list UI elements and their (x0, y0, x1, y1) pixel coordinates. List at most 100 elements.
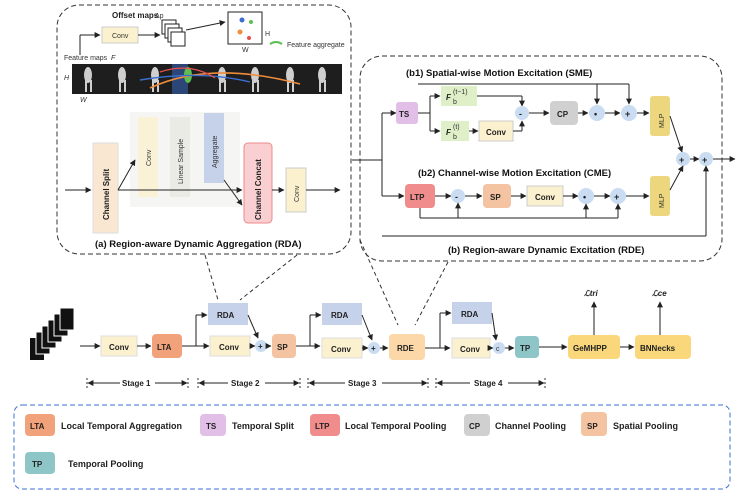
feature-aggregate-swatch (269, 41, 283, 45)
rde-box (389, 334, 425, 360)
sme-title: (b1) Spatial-wise Motion Excitation (SME… (406, 68, 592, 79)
mlp2-box (650, 176, 670, 216)
offset-grid: H W (227, 11, 270, 54)
cme-title: (b2) Channel-wise Motion Excitation (CME… (418, 168, 611, 179)
lta-box (152, 334, 182, 358)
ltp-label: LTP (410, 193, 425, 202)
stage2-label: Stage 2 (231, 379, 260, 388)
svg-text:Temporal Pooling: Temporal Pooling (68, 459, 143, 469)
cme-minus-circle (451, 189, 465, 203)
input-sequence-icon (30, 307, 75, 360)
f-prev-sup: (t−1) (453, 89, 468, 96)
stage-brackets (86, 378, 546, 388)
svg-text:CP: CP (469, 422, 481, 431)
legend-item-ltp: LTP Local Temporal Pooling (310, 414, 446, 436)
gemhpp-label: GeMHPP (573, 344, 607, 353)
sme-dot-label: • (594, 109, 597, 119)
svg-text:LTA: LTA (30, 422, 45, 431)
legend-item-lta: LTA Local Temporal Aggregation (25, 414, 182, 436)
delta-p-label: Δp (155, 13, 164, 20)
lta-label: LTA (157, 343, 172, 352)
bnnecks-box (635, 335, 691, 359)
conv-sme-label: Conv (486, 128, 507, 137)
f-cur-sub: b (453, 134, 457, 141)
f-cur-sup: (t) (453, 124, 460, 131)
svg-text:Local Temporal Aggregation: Local Temporal Aggregation (61, 421, 182, 431)
conv-b-label: Conv (294, 185, 301, 202)
legend-item-tp: TP Temporal Pooling (25, 452, 143, 474)
feature-maps-symbol: F (111, 55, 116, 62)
stage4-label: Stage 4 (474, 379, 503, 388)
stage4-concat-label: c (496, 346, 500, 353)
sme-minus-label: - (519, 109, 522, 119)
offset-h-label: H (265, 31, 270, 38)
rde-label: RDE (397, 344, 415, 353)
svg-text:TS: TS (206, 422, 217, 431)
stage1-label: Stage 1 (122, 379, 151, 388)
sme-minus-circle (515, 106, 529, 120)
stage4-concat (493, 342, 505, 354)
cme-plus-label: + (614, 192, 619, 202)
channel-split-box (92, 142, 119, 234)
mlp1-box (650, 96, 670, 136)
f-prev-sub: b (453, 99, 457, 106)
tp-pipeline-box (515, 336, 539, 358)
rda2-label: RDA (217, 311, 235, 320)
conv-a-box (138, 117, 158, 197)
cme-minus-label: - (455, 192, 458, 202)
offset-map-stack (161, 19, 186, 47)
loss-tri-label: ℒtri (584, 289, 599, 298)
svg-text:Spatial Pooling: Spatial Pooling (613, 421, 678, 431)
aggregate-box (204, 113, 224, 183)
sp-pipeline-box (272, 334, 296, 358)
aggregate-label: Aggregate (212, 136, 219, 168)
feature-map-strip (72, 64, 342, 94)
channel-concat-box (243, 142, 273, 224)
conv1-label: Conv (109, 343, 130, 352)
rda4-label: RDA (461, 310, 479, 319)
f-cur-label: F (446, 128, 452, 137)
conv3-label: Conv (331, 345, 352, 354)
sp-box (483, 184, 511, 208)
rda3-label: RDA (331, 311, 349, 320)
f-prev-box (441, 86, 477, 106)
conv4-label: Conv (460, 345, 481, 354)
channel-concat-label: Channel Concat (254, 159, 263, 220)
sp-label: SP (490, 193, 501, 202)
ts-label: TS (399, 110, 410, 119)
ltp-box (405, 184, 435, 208)
stage3-plus-label: + (371, 344, 376, 353)
linear-sample-label: Linear Sample (178, 139, 185, 184)
stage3-plus (368, 342, 380, 354)
mlp2-label: MLP (659, 193, 666, 208)
stage2-plus (255, 340, 267, 352)
rde-plus-a (676, 152, 690, 166)
stage3-label: Stage 3 (348, 379, 377, 388)
rde-caption: (b) Region-aware Dynamic Excitation (RDE… (448, 245, 644, 256)
sp-pipeline-label: SP (277, 343, 288, 352)
legend-item-ts: TS Temporal Split (200, 414, 294, 436)
rda-panel-border (56, 4, 352, 255)
conv2-label: Conv (219, 343, 240, 352)
cme-dot-label: • (583, 192, 586, 202)
rde-plus-b-label: + (702, 155, 707, 165)
rde-panel-border (359, 55, 723, 262)
rda-caption: (a) Region-aware Dynamic Aggregation (RD… (95, 239, 302, 250)
rda2-box (208, 303, 248, 325)
conv-small-label: Conv (112, 33, 129, 40)
sme-plus-circle (621, 105, 637, 121)
strip-h-label: H (64, 75, 70, 82)
stage2-plus-label: + (258, 342, 263, 351)
sme-dot-circle (589, 105, 605, 121)
sme-plus-label: + (625, 109, 630, 119)
cme-dot-circle (578, 188, 594, 204)
feature-maps-label: Feature maps (64, 55, 108, 62)
channel-split-label: Channel Split (102, 169, 111, 220)
legend-item-sp: SP Spatial Pooling (581, 412, 678, 436)
legend-box (13, 404, 731, 490)
svg-text:LTP: LTP (315, 422, 330, 431)
ts-box (396, 102, 418, 124)
rda3-box (322, 303, 362, 325)
